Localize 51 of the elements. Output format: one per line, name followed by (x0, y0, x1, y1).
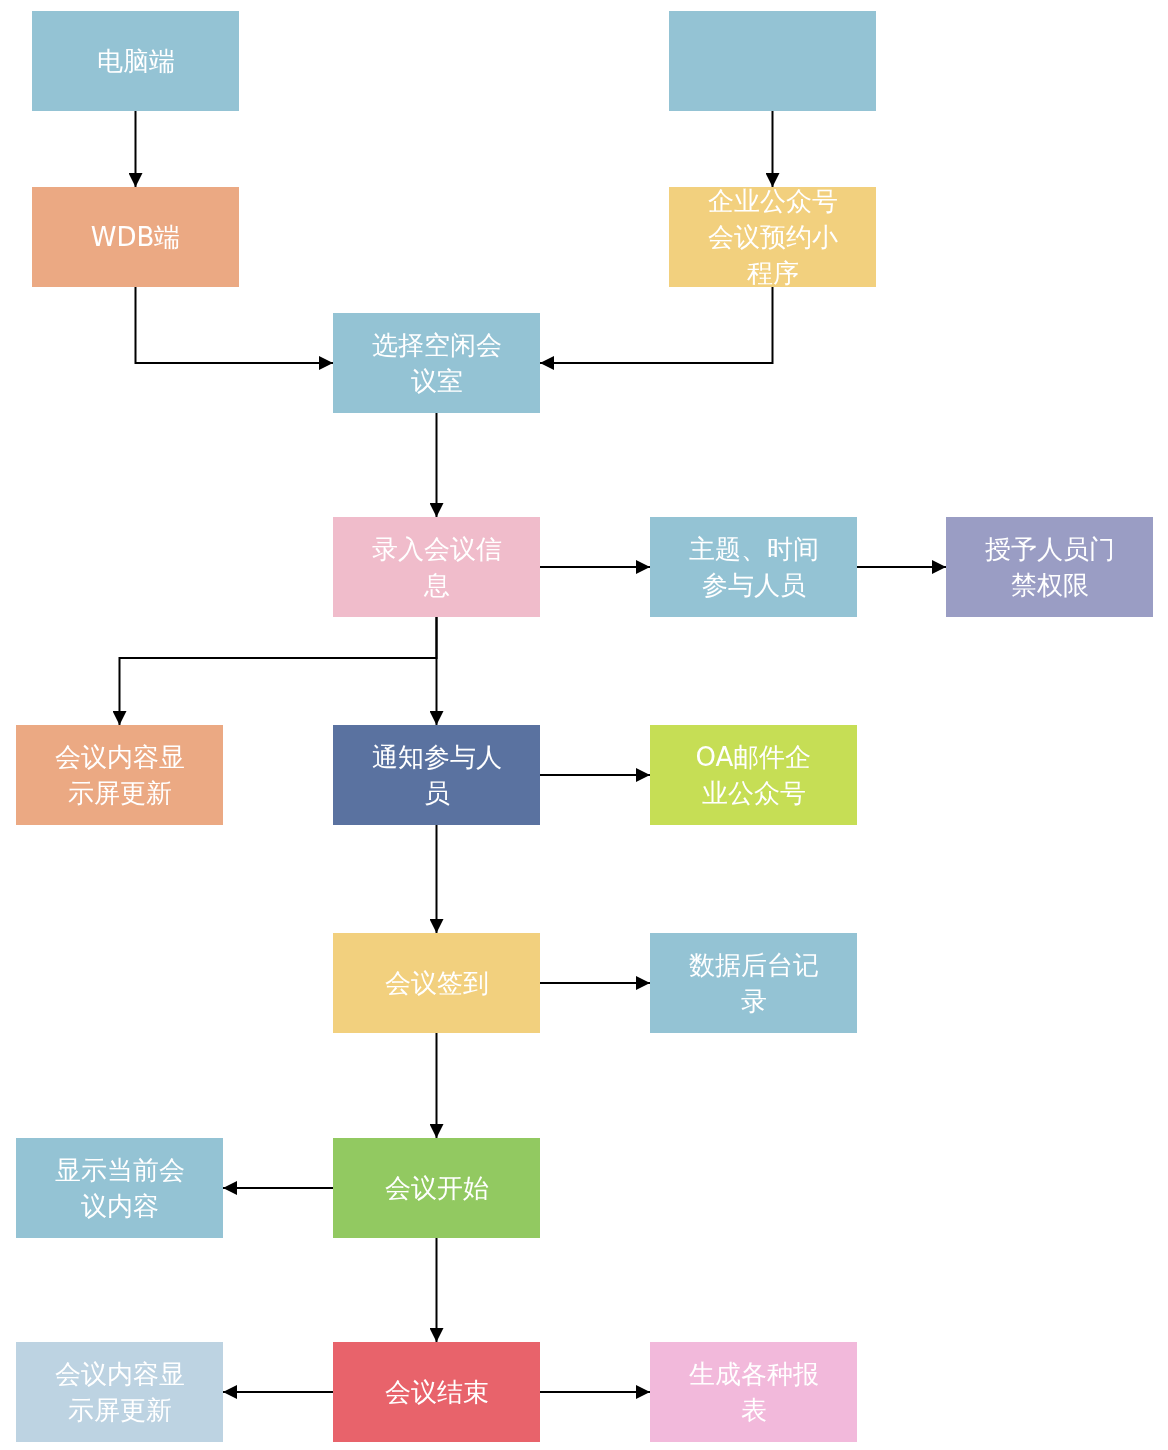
box-label: OA邮件企业公众号 (694, 741, 813, 810)
box-label: 显示当前会议内容 (53, 1154, 186, 1223)
arrow (222, 1385, 334, 1399)
arrow (429, 824, 444, 934)
process-box (16, 1138, 223, 1238)
box-label: 会议内容显示屏更新 (53, 741, 186, 810)
arrow (429, 412, 444, 518)
box-label: 会议结束 (384, 1376, 489, 1409)
arrow (539, 560, 651, 574)
box-label: 录入会议信息 (370, 533, 503, 602)
arrow (128, 110, 143, 188)
box-label: 会议签到 (384, 967, 489, 1000)
process-box (333, 313, 540, 413)
box-label: 主题、时间参与人员 (687, 533, 820, 602)
arrow (539, 976, 651, 990)
box-label: 授予人员门禁权限 (983, 533, 1116, 602)
arrow (539, 1385, 651, 1399)
process-box (650, 933, 857, 1033)
process-box (333, 1138, 540, 1238)
box-label: 电脑端 (96, 45, 175, 78)
box-label: 企业公众号会议预约小程序 (706, 185, 839, 290)
process-box (650, 1342, 857, 1442)
arrow (539, 768, 651, 782)
arrow (222, 1181, 334, 1195)
arrow (539, 286, 774, 370)
process-box (669, 11, 876, 111)
arrow (429, 1032, 444, 1139)
arrow (765, 110, 780, 188)
process-box (946, 517, 1153, 617)
arrow (429, 616, 444, 726)
process-box (333, 933, 540, 1033)
process-box (16, 1342, 223, 1442)
process-box (333, 725, 540, 825)
arrow (856, 560, 947, 574)
box-label: 会议开始 (384, 1172, 489, 1205)
process-box (16, 725, 223, 825)
box-label: WDB端 (90, 221, 181, 254)
arrow (134, 286, 334, 370)
process-box (650, 517, 857, 617)
box-label: 生成各种报表 (687, 1358, 820, 1427)
process-box (32, 11, 239, 111)
process-box (650, 725, 857, 825)
process-box (32, 187, 239, 287)
process-box (333, 1342, 540, 1442)
arrow (429, 1237, 444, 1343)
process-box (669, 187, 876, 287)
box-label: 会议内容显示屏更新 (53, 1358, 186, 1427)
process-box (333, 517, 540, 617)
box-label: 通知参与人员 (370, 741, 503, 810)
box-label: 数据后台记录 (687, 949, 820, 1018)
box-label: 选择空闲会议室 (370, 329, 503, 398)
